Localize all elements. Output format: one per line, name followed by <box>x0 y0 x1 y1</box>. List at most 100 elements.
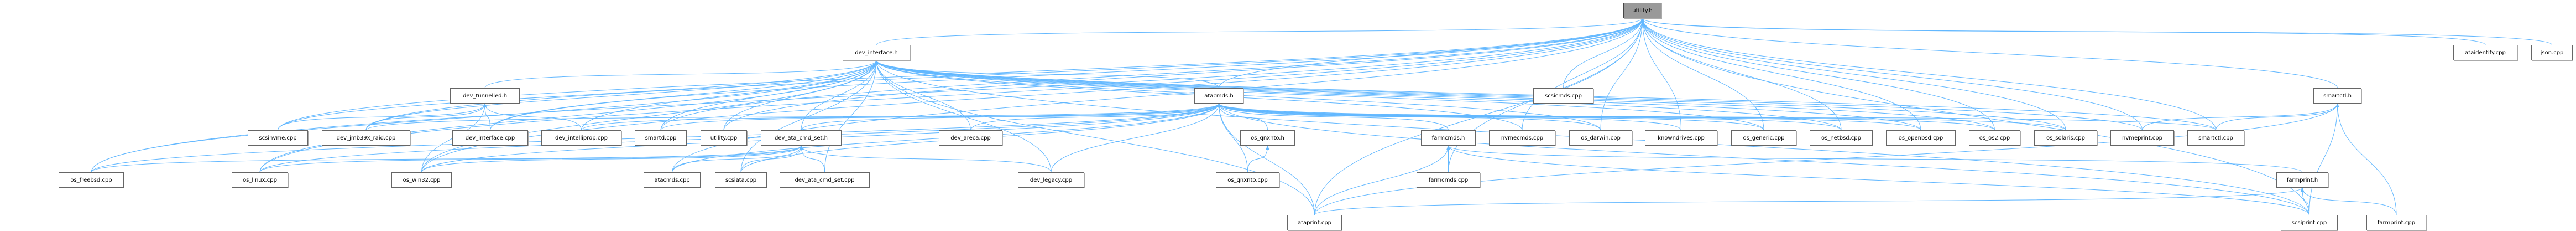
node-ataidentify-cpp[interactable]: ataidentify.cpp <box>2453 45 2517 60</box>
edge-dev-jmb39x-raid-cpp-to-dev-interface-h <box>365 60 879 131</box>
edge-farmcmds-h-to-atacmds-h <box>1217 103 1449 131</box>
node-utility-h: utility.h <box>1623 3 1661 18</box>
node-dev-interface-h[interactable]: dev_interface.h <box>843 45 910 60</box>
node-nvmeprint-cpp[interactable]: nvmeprint.cpp <box>2110 130 2174 146</box>
node-smartctl-h[interactable]: smartctl.h <box>2313 88 2361 104</box>
edge-os-generic-cpp-to-dev-interface-h <box>874 60 1764 131</box>
node-os-darwin-cpp[interactable]: os_darwin.cpp <box>1569 130 1632 146</box>
edge-os-win32-cpp-to-dev-ata-cmd-set-h <box>421 145 803 173</box>
edge-os-os2-cpp-to-utility-h <box>1640 18 1995 131</box>
edge-dev-tunnelled-h-to-dev-interface-h <box>484 60 879 89</box>
node-atacmds-h[interactable]: atacmds.h <box>1194 88 1243 104</box>
node-json-cpp[interactable]: json.cpp <box>2531 45 2573 60</box>
node-os-qnxnto-h[interactable]: os_qnxnto.h <box>1240 130 1295 146</box>
node-os-openbsd-cpp[interactable]: os_openbsd.cpp <box>1886 130 1956 146</box>
edge-scsinvme-cpp-to-dev-tunnelled-h <box>278 103 487 131</box>
edge-nvmeprint-cpp-to-dev-interface-h <box>875 60 2143 131</box>
edge-os-linux-cpp-to-dev-ata-cmd-set-h <box>259 145 803 173</box>
node-farmcmds-h[interactable]: farmcmds.h <box>1421 130 1476 146</box>
node-nvmecmds-cpp[interactable]: nvmecmds.cpp <box>1489 130 1555 146</box>
edge-dev-intelliprop-cpp-to-dev-tunnelled-h <box>483 103 582 131</box>
node-os-netbsd-cpp[interactable]: os_netbsd.cpp <box>1810 130 1873 146</box>
node-smartd-cpp[interactable]: smartd.cpp <box>635 130 687 146</box>
edge-atacmds-cpp-to-utility-h <box>672 18 1644 173</box>
node-scsinvme-cpp[interactable]: scsinvme.cpp <box>248 130 308 146</box>
node-knowndrives-cpp[interactable]: knowndrives.cpp <box>1645 130 1717 146</box>
edge-os-darwin-cpp-to-utility-h <box>1600 18 1644 131</box>
edge-scsiprint-cpp-to-atacmds-h <box>1217 103 2309 215</box>
node-os-win32-cpp[interactable]: os_win32.cpp <box>391 172 452 188</box>
node-dev-areca-cpp[interactable]: dev_areca.cpp <box>939 130 1002 146</box>
edge-atacmds-h-to-utility-h <box>1219 18 1644 89</box>
edge-os-darwin-cpp-to-atacmds-h <box>1217 103 1601 131</box>
edge-utility-cpp-to-dev-interface-h <box>723 60 879 131</box>
node-smartctl-cpp[interactable]: smartctl.cpp <box>2187 130 2244 146</box>
edge-os-solaris-cpp-to-atacmds-h <box>1217 103 2066 131</box>
edge-nvmeprint-cpp-to-smartctl-h <box>2142 103 2339 131</box>
edge-os-netbsd-cpp-to-dev-interface-h <box>875 60 1842 131</box>
edge-dev-interface-cpp-to-utility-h <box>490 18 1644 131</box>
node-os-generic-cpp[interactable]: os_generic.cpp <box>1731 130 1796 146</box>
edge-dev-intelliprop-cpp-to-atacmds-h <box>581 103 1221 131</box>
edge-dev-ata-cmd-set-h-to-atacmds-h <box>801 103 1221 131</box>
edge-smartctl-cpp-to-utility-h <box>1640 18 2216 131</box>
edge-json-cpp-to-utility-h <box>1640 18 2552 45</box>
node-ataprint-cpp[interactable]: ataprint.cpp <box>1287 215 1342 230</box>
node-dev-interface-cpp[interactable]: dev_interface.cpp <box>452 130 528 146</box>
edge-atacmds-cpp-to-dev-ata-cmd-set-h <box>672 145 803 173</box>
node-scsiata-cpp[interactable]: scsiata.cpp <box>715 172 767 188</box>
edge-os-win32-cpp-to-dev-interface-h <box>421 60 879 173</box>
node-os-freebsd-cpp[interactable]: os_freebsd.cpp <box>59 172 124 188</box>
node-atacmds-cpp[interactable]: atacmds.cpp <box>644 172 701 188</box>
edge-os-solaris-cpp-to-utility-h <box>1640 18 2066 131</box>
node-os-os2-cpp[interactable]: os_os2.cpp <box>1969 130 2020 146</box>
edge-scsiprint-cpp-to-farmprint-h <box>2300 187 2309 215</box>
edge-knowndrives-cpp-to-atacmds-h <box>1217 103 1681 131</box>
edge-ataprint-cpp-to-farmcmds-h <box>1314 145 1450 215</box>
edge-utility-cpp-to-utility-h <box>723 18 1644 131</box>
edge-dev-areca-cpp-to-dev-interface-h <box>874 60 971 131</box>
node-dev-ata-cmd-set-h[interactable]: dev_ata_cmd_set.h <box>761 130 842 146</box>
node-dev-jmb39x-raid-cpp[interactable]: dev_jmb39x_raid.cpp <box>322 130 410 146</box>
edge-scsiprint-cpp-to-farmcmds-h <box>1446 145 2309 215</box>
node-dev-legacy-cpp[interactable]: dev_legacy.cpp <box>1018 172 1084 188</box>
edge-farmprint-cpp-to-farmprint-h <box>2300 187 2397 215</box>
edge-dev-jmb39x-raid-cpp-to-utility-h <box>365 18 1644 131</box>
node-scsicmds-cpp[interactable]: scsicmds.cpp <box>1533 88 1593 104</box>
edge-os-qnxnto-cpp-to-os-qnxnto-h <box>1247 145 1269 173</box>
node-os-qnxnto-cpp[interactable]: os_qnxnto.cpp <box>1216 172 1279 188</box>
node-dev-tunnelled-h[interactable]: dev_tunnelled.h <box>450 88 520 104</box>
edge-os-win32-cpp-to-utility-h <box>421 18 1644 173</box>
node-farmprint-cpp[interactable]: farmprint.cpp <box>2366 215 2426 230</box>
edge-os-os2-cpp-to-dev-interface-h <box>875 60 1995 131</box>
edge-dev-legacy-cpp-to-atacmds-h <box>1051 103 1221 173</box>
edge-os-netbsd-cpp-to-utility-h <box>1640 18 1842 131</box>
edge-scsiata-cpp-to-dev-interface-h <box>740 60 879 173</box>
edge-ataprint-cpp-to-dev-interface-h <box>874 60 1315 215</box>
edge-nvmecmds-cpp-to-utility-h <box>1522 18 1644 131</box>
edge-dev-interface-cpp-to-dev-tunnelled-h <box>483 103 490 131</box>
edge-dev-interface-h-to-utility-h <box>876 18 1644 45</box>
edge-os-freebsd-cpp-to-utility-h <box>91 18 1644 173</box>
node-dev-intelliprop-cpp[interactable]: dev_intelliprop.cpp <box>541 130 621 146</box>
node-scsiprint-cpp[interactable]: scsiprint.cpp <box>2281 215 2338 230</box>
node-utility-cpp[interactable]: utility.cpp <box>701 130 747 146</box>
edge-dev-legacy-cpp-to-dev-ata-cmd-set-h <box>799 145 1052 173</box>
edge-smartctl-h-to-utility-h <box>1640 18 2338 89</box>
edge-farmprint-h-to-farmcmds-h <box>1446 145 2303 173</box>
node-os-linux-cpp[interactable]: os_linux.cpp <box>232 172 288 188</box>
edge-ataprint-cpp-to-smartctl-h <box>1314 103 2339 215</box>
edge-smartd-cpp-to-atacmds-h <box>660 103 1221 131</box>
edge-ataprint-cpp-to-atacmds-h <box>1217 103 1315 215</box>
edge-ataprint-cpp-to-farmprint-h <box>1314 187 2304 215</box>
edge-os-generic-cpp-to-atacmds-h <box>1217 103 1764 131</box>
edge-smartd-cpp-to-utility-h <box>660 18 1644 131</box>
edge-os-generic-cpp-to-utility-h <box>1640 18 1764 131</box>
node-farmcmds-cpp[interactable]: farmcmds.cpp <box>1417 172 1480 188</box>
edge-scsicmds-cpp-to-utility-h <box>1563 18 1644 89</box>
edge-os-openbsd-cpp-to-utility-h <box>1640 18 1921 131</box>
node-dev-ata-cmd-set-cpp[interactable]: dev_ata_cmd_set.cpp <box>780 172 870 188</box>
node-farmprint-h[interactable]: farmprint.h <box>2276 172 2328 188</box>
node-os-solaris-cpp[interactable]: os_solaris.cpp <box>2034 130 2097 146</box>
